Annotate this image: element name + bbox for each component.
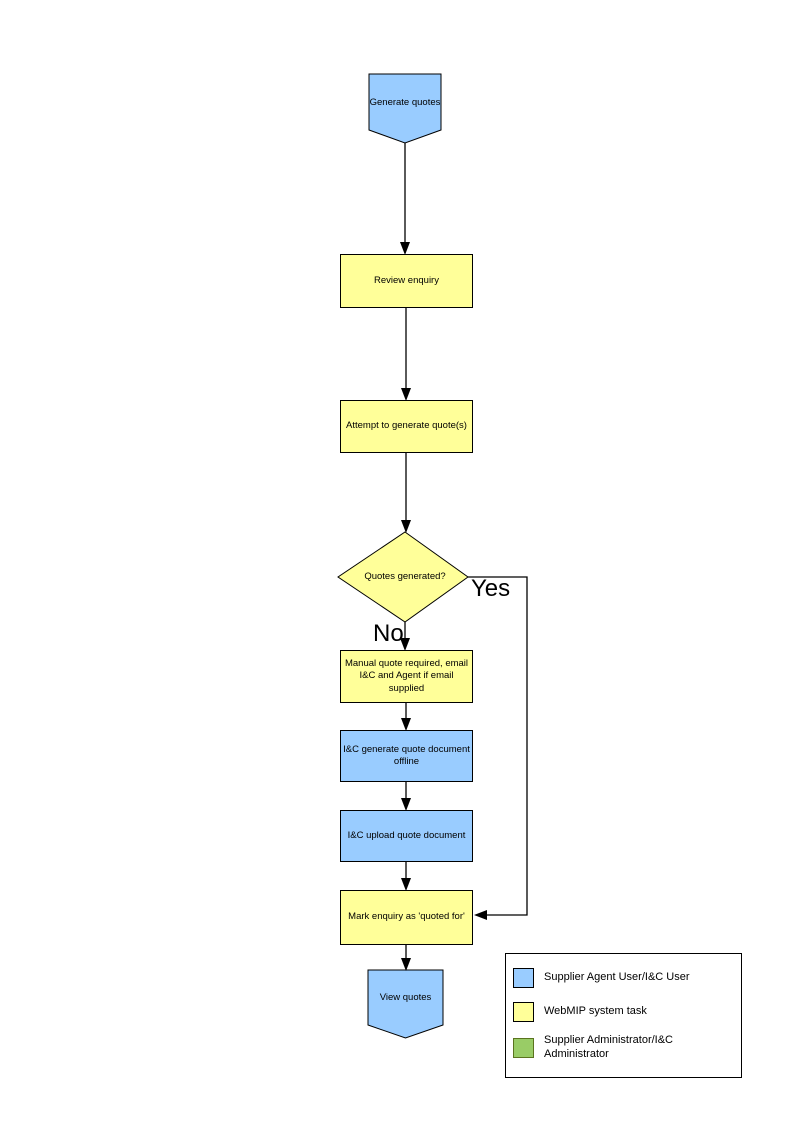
- arrow-manual-to-ic-generate: [401, 703, 411, 731]
- legend-item-supplier-agent: Supplier Agent User/I&C User: [513, 968, 724, 988]
- legend-label: WebMIP system task: [544, 1005, 647, 1018]
- edge-no-label: No: [373, 620, 404, 647]
- arrow-ic-upload-to-mark: [401, 862, 411, 891]
- legend: Supplier Agent User/I&C User WebMIP syst…: [505, 953, 742, 1078]
- blue-swatch: [513, 968, 534, 988]
- node-ic-upload-quote: I&C upload quote document: [340, 810, 473, 862]
- node-attempt-generate-quotes: Attempt to generate quote(s): [340, 400, 473, 453]
- legend-label: Supplier Agent User/I&C User: [544, 971, 690, 984]
- edge-yes-label: Yes: [471, 575, 511, 602]
- arrow-yes-to-mark: [468, 576, 528, 920]
- node-quotes-generated: Quotes generated?: [364, 570, 446, 582]
- node-mark-enquiry-quoted: Mark enquiry as 'quoted for': [340, 890, 473, 945]
- legend-item-supplier-admin: Supplier Administrator/I&C Administrator: [513, 1034, 724, 1062]
- node-ic-generate-quote: I&C generate quote document offline: [340, 730, 473, 782]
- arrow-ic-generate-to-ic-upload: [401, 782, 411, 811]
- arrow-generate-to-review: [400, 143, 410, 255]
- yellow-swatch: [513, 1002, 534, 1022]
- legend-label: Supplier Administrator/I&C Administrator: [544, 1034, 673, 1060]
- arrow-mark-to-view: [401, 945, 411, 971]
- legend-item-webmip-task: WebMIP system task: [513, 1002, 724, 1022]
- arrow-no-to-manual: [400, 622, 410, 651]
- pentagon-view-quotes: [367, 969, 444, 1039]
- pentagon-generate-quotes: [368, 73, 442, 144]
- node-manual-quote-required: Manual quote required, email I&C and Age…: [340, 650, 473, 703]
- arrow-attempt-to-decision: [401, 453, 411, 533]
- node-generate-quotes: Generate quotes: [369, 96, 441, 108]
- node-review-enquiry: Review enquiry: [340, 254, 473, 308]
- arrow-review-to-attempt: [401, 308, 411, 401]
- node-view-quotes: View quotes: [379, 992, 432, 1004]
- green-swatch: [513, 1037, 534, 1058]
